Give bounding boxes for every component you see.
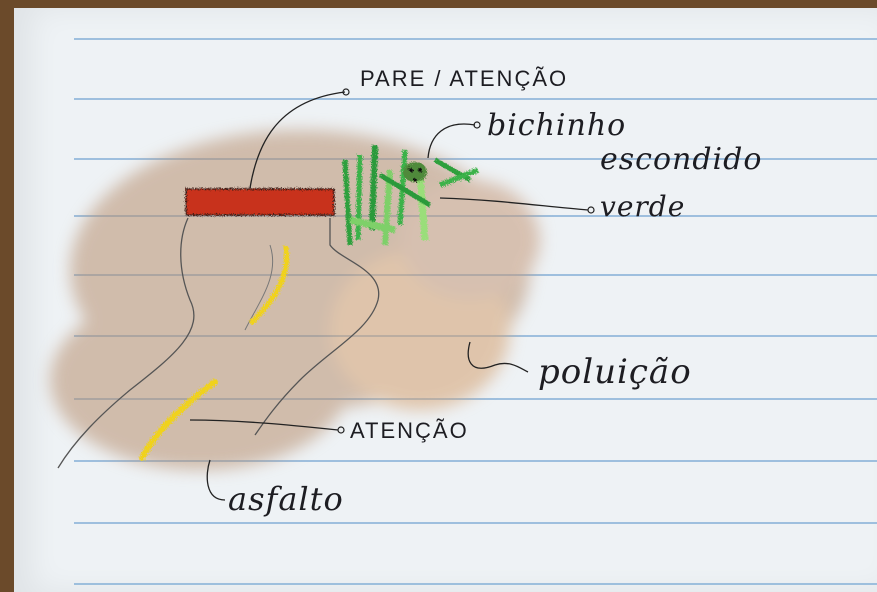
label-poluicao: poluição	[538, 352, 692, 392]
label-asfalto: asfalto	[228, 480, 344, 518]
label-bichinho: bichinho	[487, 108, 626, 143]
label-verde: verde	[600, 190, 685, 223]
label-atencao: ATENÇÃO	[350, 418, 469, 444]
label-pare-atencao: PARE / ATENÇÃO	[360, 66, 568, 92]
label-escondido: escondido	[600, 142, 762, 177]
leader-bichinho	[428, 124, 475, 158]
stop-sign-bar	[186, 189, 334, 215]
